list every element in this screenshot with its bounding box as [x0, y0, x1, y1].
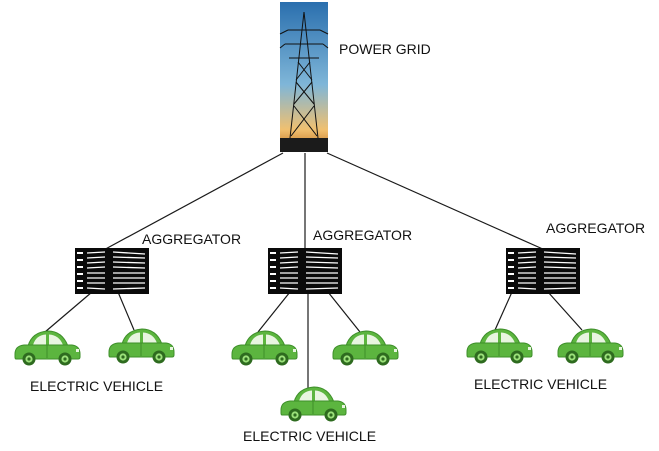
link-agg-left-ev2 [117, 291, 135, 331]
link-agg-mid-ev3 [327, 291, 361, 333]
link-agg-mid-ev1 [257, 291, 291, 333]
aggregator-middle-icon [268, 248, 342, 294]
link-grid-aggregator-right [326, 152, 546, 251]
electric-vehicle-middle-1-icon [231, 330, 298, 366]
electric-vehicle-right-1-icon [466, 328, 533, 364]
electric-vehicle-right-2-icon [557, 328, 624, 364]
electric-vehicle-left-label: ELECTRIC VEHICLE [30, 378, 164, 394]
transmission-tower-icon [279, 2, 329, 152]
electric-vehicle-middle-3-icon [280, 386, 347, 422]
connection-lines [44, 152, 583, 391]
aggregator-middle-label: AGGREGATOR [313, 227, 413, 243]
electric-vehicle-left-1-icon [14, 330, 81, 366]
link-agg-right-ev1 [494, 291, 513, 331]
aggregator-right-label: AGGREGATOR [546, 220, 646, 236]
electric-vehicle-middle-label: ELECTRIC VEHICLE [243, 428, 377, 444]
electric-vehicle-left-2-icon [108, 328, 175, 364]
link-agg-right-ev2 [547, 291, 583, 331]
electric-vehicle-right-label: ELECTRIC VEHICLE [474, 376, 608, 392]
electric-vehicle-middle-2-icon [332, 330, 399, 366]
link-grid-aggregator-left [99, 152, 284, 253]
aggregator-left-label: AGGREGATOR [142, 231, 242, 247]
aggregator-left-icon [75, 248, 149, 294]
aggregator-right-icon [506, 248, 580, 294]
link-agg-left-ev1 [44, 291, 93, 333]
power-grid-label: POWER GRID [339, 41, 431, 57]
